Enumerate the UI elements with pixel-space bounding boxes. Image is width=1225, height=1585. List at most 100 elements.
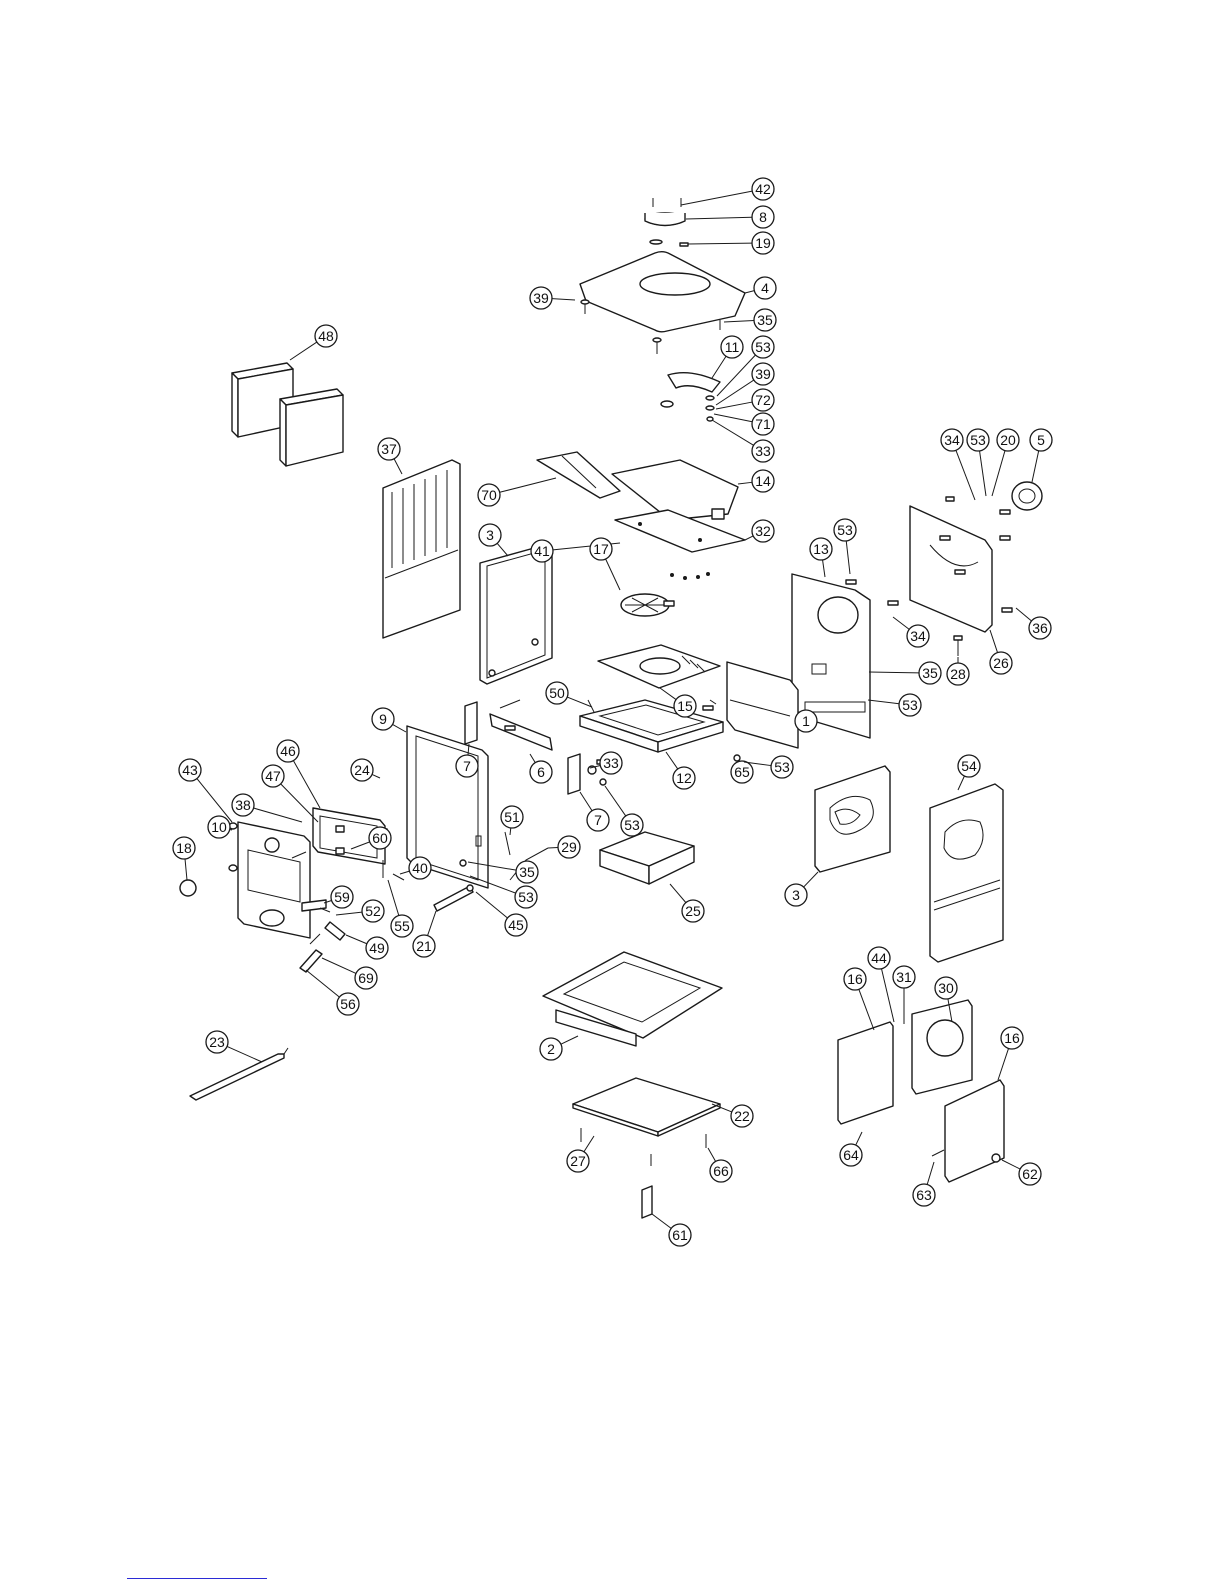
callout-26: 26 (990, 630, 1012, 674)
callout-63: 63 (913, 1162, 935, 1206)
callout-number: 43 (182, 762, 198, 778)
callout-leader (605, 786, 626, 816)
callout-number: 50 (549, 685, 565, 701)
callout-leader (956, 450, 975, 500)
callout-number: 72 (755, 392, 771, 408)
callout-number: 23 (209, 1034, 225, 1050)
callout-number: 53 (902, 697, 918, 713)
callout-leader (336, 912, 362, 915)
callout-10: 10 (208, 816, 232, 838)
callout-number: 42 (755, 181, 771, 197)
callout-19: 19 (688, 232, 774, 254)
callout-number: 3 (486, 527, 494, 543)
callout-leader (882, 969, 894, 1022)
callout-3: 3 (785, 872, 818, 906)
callout-53: 53 (967, 429, 989, 496)
callout-20: 20 (992, 429, 1019, 496)
callout-number: 9 (379, 711, 387, 727)
callout-number: 35 (922, 665, 938, 681)
callout-leader (823, 560, 825, 577)
callout-49: 49 (346, 935, 388, 959)
callout-number: 16 (1004, 1030, 1020, 1046)
callout-leader (681, 191, 752, 205)
callout-53: 53 (605, 786, 643, 836)
callout-18: 18 (173, 837, 195, 880)
callout-leader (670, 884, 686, 903)
callout-number: 19 (755, 235, 771, 251)
callout-3: 3 (479, 524, 508, 556)
callout-50: 50 (546, 682, 592, 707)
callout-number: 53 (970, 432, 986, 448)
heat-shield-part (838, 1000, 1004, 1182)
callout-1: 1 (795, 710, 817, 732)
callout-35: 35 (869, 662, 941, 684)
callout-leader (1016, 608, 1032, 621)
callout-55: 55 (388, 880, 413, 937)
callout-leader (856, 1132, 862, 1145)
callout-number: 69 (358, 970, 374, 986)
callout-leader (400, 871, 409, 874)
callout-leader (197, 779, 232, 822)
callout-number: 1 (802, 713, 810, 729)
callout-leader (660, 688, 676, 700)
side-panel-decorated-part (815, 766, 890, 872)
callout-leader (476, 892, 508, 918)
callout-leader (510, 828, 511, 835)
callout-69: 69 (322, 958, 377, 989)
callout-number: 62 (1022, 1166, 1038, 1182)
callout-number: 18 (176, 840, 192, 856)
callout-34: 34 (893, 617, 929, 647)
callout-leader (394, 459, 402, 474)
callout-number: 71 (755, 416, 771, 432)
callout-leader (868, 700, 899, 704)
callout-43: 43 (179, 759, 232, 822)
callout-21: 21 (413, 911, 436, 957)
callout-56: 56 (306, 970, 359, 1015)
callout-66: 66 (708, 1148, 732, 1182)
callout-leader (859, 989, 874, 1030)
callout-37: 37 (378, 438, 402, 474)
callout-number: 20 (1000, 432, 1016, 448)
callout-number: 31 (896, 969, 912, 985)
callout-number: 35 (519, 864, 535, 880)
callout-54: 54 (958, 755, 980, 790)
callout-leader (652, 1214, 671, 1228)
callout-number: 10 (211, 819, 227, 835)
callout-number: 26 (993, 655, 1009, 671)
top-plate-part (580, 252, 745, 354)
callout-number: 53 (518, 889, 534, 905)
callout-39: 39 (530, 287, 575, 309)
callout-42: 42 (681, 178, 774, 205)
callout-70: 70 (478, 478, 556, 506)
callout-leader (428, 911, 436, 936)
callout-number: 45 (508, 917, 524, 933)
callout-leader (306, 970, 339, 997)
callout-leader (927, 1162, 934, 1184)
callout-leader (281, 784, 318, 822)
callout-leader (1002, 1160, 1020, 1169)
callout-leader (552, 299, 575, 300)
callout-number: 44 (871, 950, 887, 966)
callout-number: 70 (481, 487, 497, 503)
callout-leader (185, 859, 187, 880)
callout-number: 36 (1032, 620, 1048, 636)
callout-leader (530, 754, 535, 763)
callout-number: 47 (265, 768, 281, 784)
callout-number: 21 (416, 938, 432, 954)
callout-leader (393, 724, 406, 732)
callout-13: 13 (810, 538, 832, 577)
callout-12: 12 (666, 752, 695, 789)
callout-leader (580, 792, 592, 811)
callout-leader (712, 356, 726, 378)
callout-leader (606, 559, 620, 590)
callout-number: 11 (725, 339, 740, 355)
callout-leader (584, 1136, 594, 1152)
callout-leader (322, 958, 356, 973)
callout-number: 17 (593, 541, 609, 557)
callout-number: 40 (412, 860, 428, 876)
callout-23: 23 (206, 1031, 262, 1062)
callout-11: 11 (712, 336, 743, 378)
callout-leader (688, 243, 752, 244)
callout-number: 49 (369, 940, 385, 956)
callout-71: 71 (714, 413, 774, 435)
